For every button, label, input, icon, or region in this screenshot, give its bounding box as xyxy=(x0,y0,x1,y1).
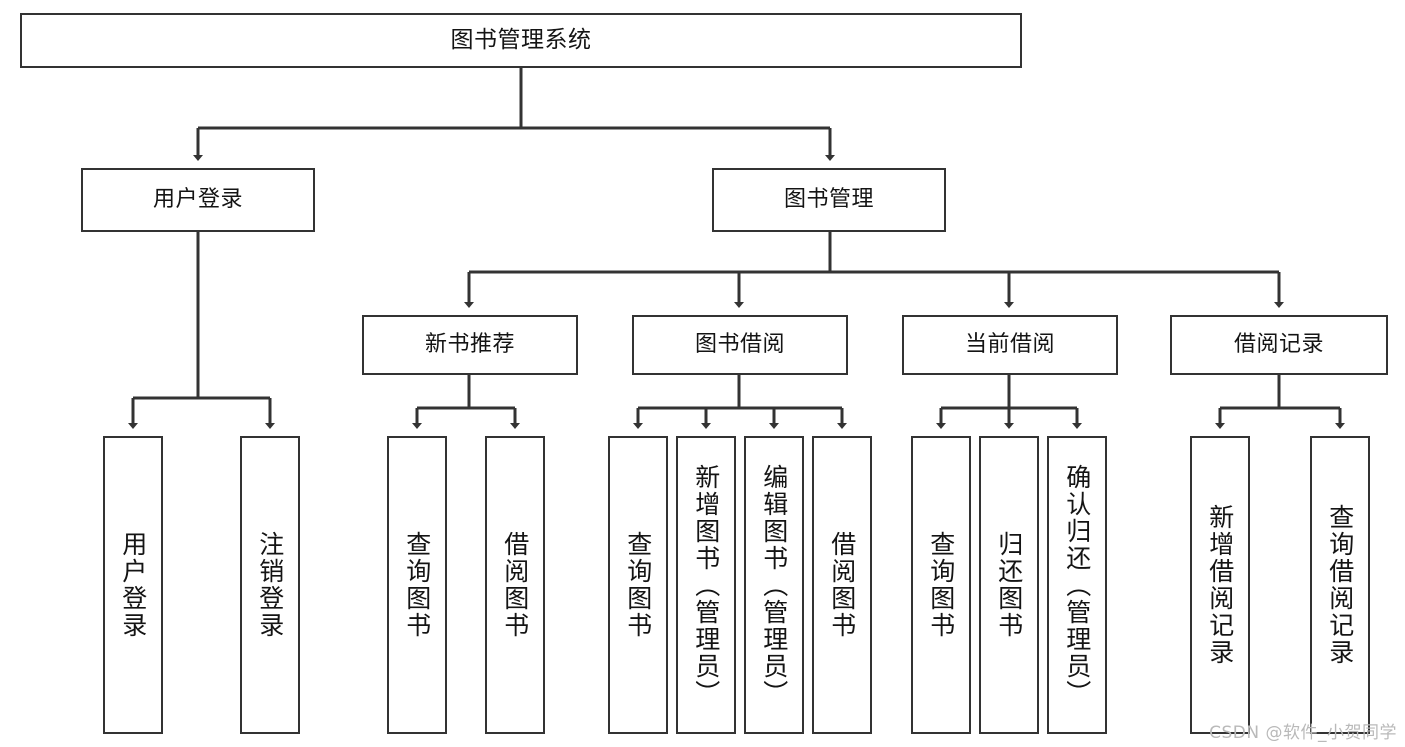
node-label: 用户登录 xyxy=(118,531,148,639)
node-leaf-recommend-query-book[interactable]: 查询图书 xyxy=(387,436,447,734)
node-label: 查询借阅记录 xyxy=(1325,504,1355,666)
node-leaf-current-return-book[interactable]: 归还图书 xyxy=(979,436,1039,734)
node-leaf-record-add[interactable]: 新增借阅记录 xyxy=(1190,436,1250,734)
node-current-borrow[interactable]: 当前借阅 xyxy=(902,315,1118,375)
node-leaf-current-confirm-return-admin[interactable]: 确认归还（管理员） xyxy=(1047,436,1107,734)
node-label: 查询图书 xyxy=(623,531,653,639)
node-leaf-recommend-borrow-book[interactable]: 借阅图书 xyxy=(485,436,545,734)
node-label: 查询图书 xyxy=(926,531,956,639)
node-label: 用户登录 xyxy=(152,186,243,212)
node-label: 查询图书 xyxy=(402,531,432,639)
node-root-book-management-system[interactable]: 图书管理系统 xyxy=(20,13,1022,68)
node-label: 图书借阅 xyxy=(694,331,785,357)
node-leaf-borrow-edit-book-admin[interactable]: 编辑图书（管理员） xyxy=(744,436,804,734)
node-leaf-current-query-book[interactable]: 查询图书 xyxy=(911,436,971,734)
node-label: 图书管理 xyxy=(783,186,874,212)
csdn-watermark: CSDN @软件_小贺同学 xyxy=(1209,723,1397,743)
node-leaf-borrow-query-book[interactable]: 查询图书 xyxy=(608,436,668,734)
node-leaf-logout[interactable]: 注销登录 xyxy=(240,436,300,734)
node-label: 确认归还（管理员） xyxy=(1062,463,1092,707)
node-label: 编辑图书（管理员） xyxy=(759,463,789,707)
node-leaf-user-login[interactable]: 用户登录 xyxy=(103,436,163,734)
node-book-borrow[interactable]: 图书借阅 xyxy=(632,315,848,375)
node-book-management[interactable]: 图书管理 xyxy=(712,168,946,232)
node-label: 借阅图书 xyxy=(827,531,857,639)
node-borrow-record[interactable]: 借阅记录 xyxy=(1170,315,1388,375)
node-label: 注销登录 xyxy=(255,531,285,639)
node-leaf-borrow-borrow-book[interactable]: 借阅图书 xyxy=(812,436,872,734)
node-label: 新书推荐 xyxy=(424,331,515,357)
node-user-login[interactable]: 用户登录 xyxy=(81,168,315,232)
node-label: 新增图书（管理员） xyxy=(691,463,721,707)
node-label: 归还图书 xyxy=(994,531,1024,639)
node-new-book-recommend[interactable]: 新书推荐 xyxy=(362,315,578,375)
node-label: 借阅记录 xyxy=(1233,331,1324,357)
node-leaf-record-query[interactable]: 查询借阅记录 xyxy=(1310,436,1370,734)
node-label: 新增借阅记录 xyxy=(1205,504,1235,666)
node-label: 当前借阅 xyxy=(964,331,1055,357)
node-label: 借阅图书 xyxy=(500,531,530,639)
node-leaf-borrow-add-book-admin[interactable]: 新增图书（管理员） xyxy=(676,436,736,734)
node-label: 图书管理系统 xyxy=(450,26,592,53)
